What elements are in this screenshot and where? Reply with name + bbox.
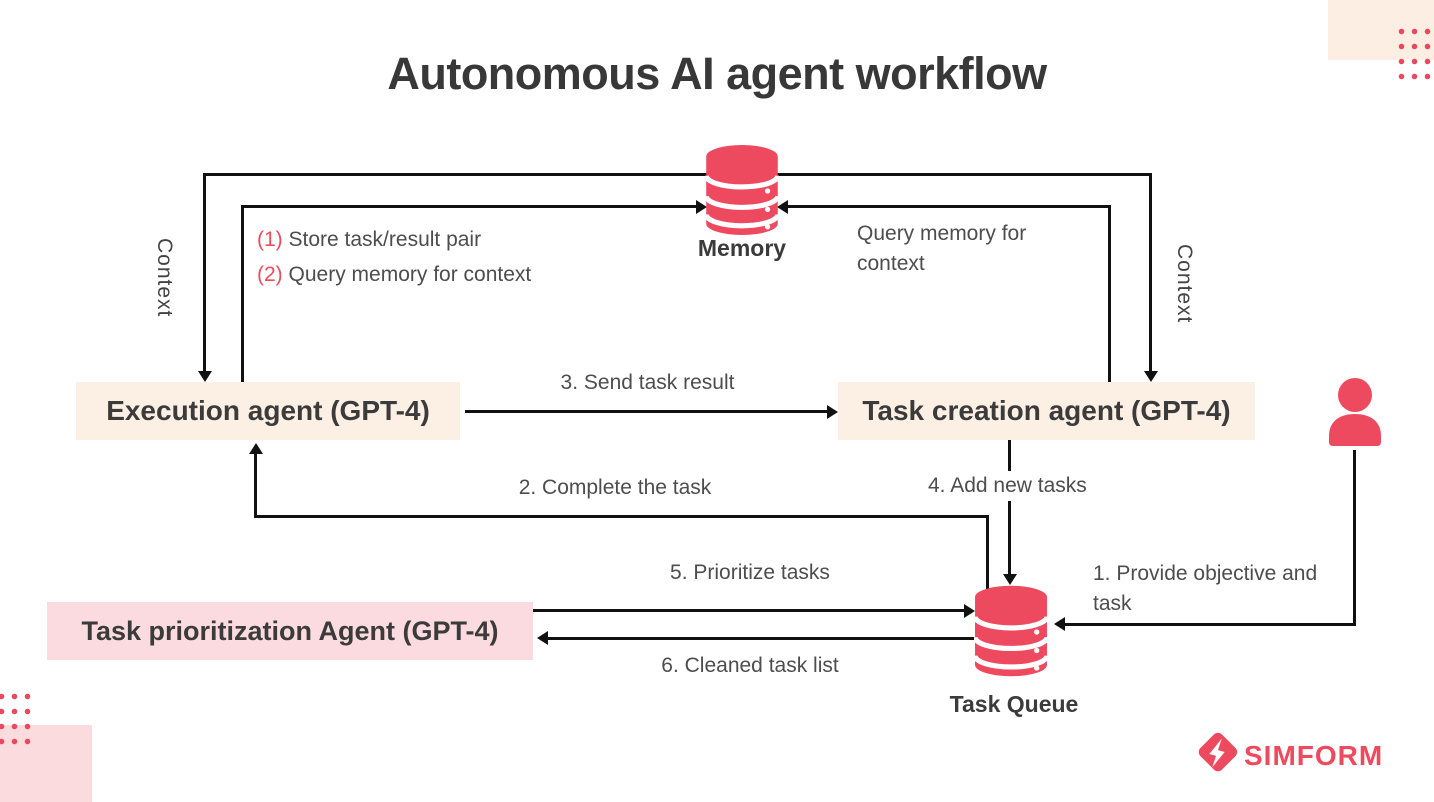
arrowhead-context-left [198, 371, 212, 382]
label-cleaned-task-list: 6. Cleaned task list [661, 654, 839, 677]
label-add-new-tasks: 4. Add new tasks [922, 471, 1093, 501]
edge-complete-task-left-vertical [254, 452, 257, 518]
label-context-left: Context [153, 238, 176, 318]
edge-complete-task-right-vertical [986, 515, 989, 600]
arrowhead-add-new-tasks [1003, 574, 1017, 585]
arrowhead-provide-objective [1054, 617, 1065, 631]
label-store-task-result-pair: (1) Store task/result pair [257, 228, 482, 251]
edge-add-new-tasks [1008, 440, 1011, 577]
arrowhead-send-task-result [827, 405, 838, 419]
edge-store-vertical [241, 205, 244, 382]
task-queue-database-icon [972, 584, 1050, 678]
label-memory-note: (1) Store task/result pair (2) Query mem… [257, 222, 531, 292]
arrowhead-context-right [1144, 371, 1158, 382]
person-icon [1323, 376, 1387, 453]
label-query-memory-for-context: (2) Query memory for context [257, 263, 532, 286]
label-complete-task: 2. Complete the task [518, 476, 712, 499]
arrowhead-prioritize-tasks [964, 604, 975, 618]
edge-query-horizontal [786, 205, 1111, 208]
node-execution-agent: Execution agent (GPT-4) [76, 382, 460, 440]
arrowhead-cleaned-task-list [537, 631, 548, 645]
label-task-queue: Task Queue [949, 691, 1079, 717]
node-task-prioritization-agent: Task prioritization Agent (GPT-4) [47, 602, 533, 660]
arrowhead-complete-task [249, 443, 263, 454]
edge-complete-task-horizontal [255, 515, 989, 518]
label-context-right: Context [1173, 244, 1196, 324]
edge-cleaned-task-list [547, 637, 976, 640]
edge-query-vertical [1108, 205, 1111, 382]
edge-provide-objective-horizontal [1064, 623, 1356, 626]
page-title: Autonomous AI agent workflow [387, 48, 1047, 99]
memory-database-icon [703, 144, 781, 236]
label-memory: Memory [697, 235, 787, 261]
dots-grid-bottom-left [0, 689, 35, 749]
edge-store-horizontal [241, 205, 697, 208]
simform-logo: SIMFORM [1196, 730, 1383, 781]
label-query-memory-right: Query memory for context [857, 222, 1027, 275]
arrowhead-query-into-memory [777, 200, 788, 214]
label-provide-objective: 1. Provide objective and task [1093, 562, 1318, 615]
dots-grid-top-right [1395, 24, 1434, 84]
edge-provide-objective-vertical [1353, 450, 1356, 626]
edge-send-task-result [465, 410, 828, 413]
simform-logo-text: SIMFORM [1244, 739, 1384, 771]
edge-context-top [204, 173, 1152, 176]
edge-prioritize-tasks [533, 609, 966, 612]
arrowhead-store-into-memory [696, 200, 707, 214]
node-task-creation-agent: Task creation agent (GPT-4) [838, 382, 1255, 440]
edge-context-right [1149, 173, 1152, 373]
label-prioritize-tasks: 5. Prioritize tasks [670, 561, 830, 584]
edge-context-left [203, 173, 206, 373]
label-send-task-result: 3. Send task result [560, 371, 735, 394]
simform-logo-mark-icon [1196, 730, 1238, 781]
